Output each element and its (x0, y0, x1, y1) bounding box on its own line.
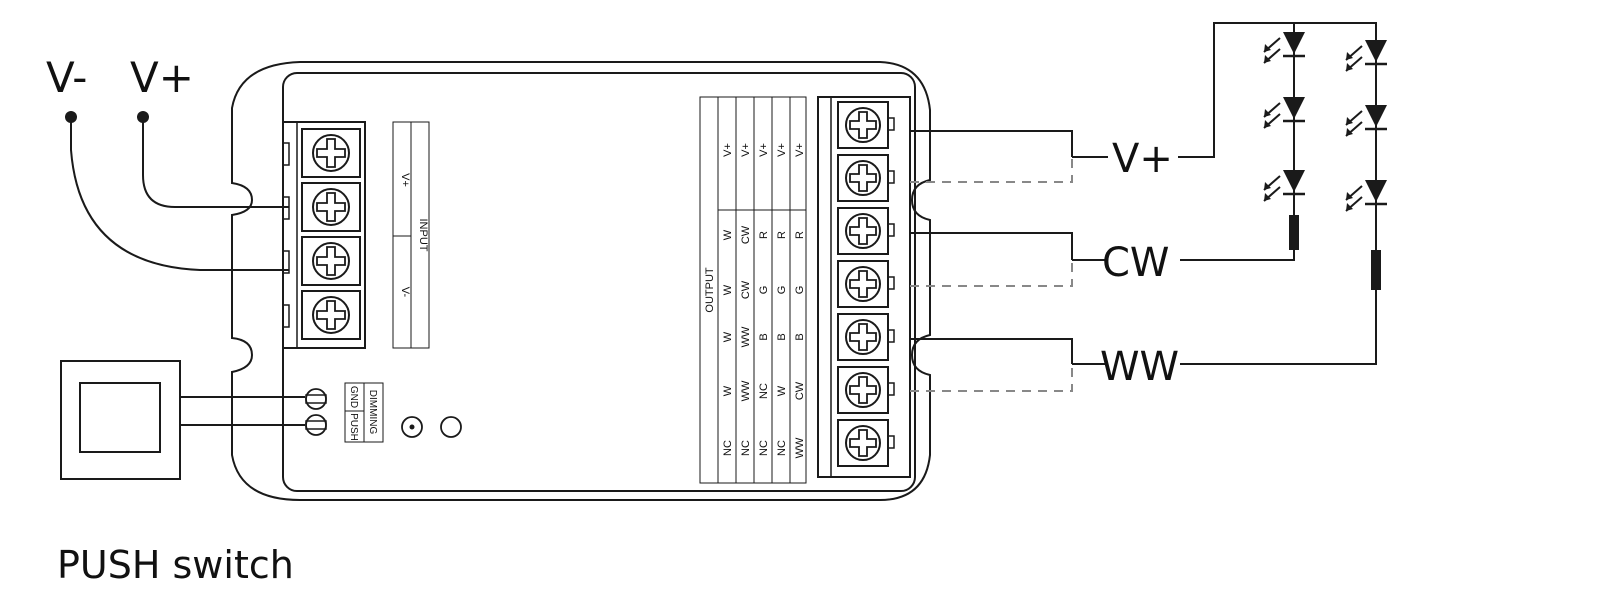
output-cell: G (794, 286, 806, 295)
ww-solid-wire (910, 338, 1073, 364)
output-cell: WW (740, 380, 752, 401)
output-terminal-2 (837, 154, 895, 202)
resistor (1371, 250, 1381, 290)
output-cell: V+ (740, 143, 752, 157)
vplus-dashed-wire (910, 157, 1073, 183)
v-plus-wire (142, 117, 289, 208)
vplus-to-led-wire (1178, 22, 1377, 158)
output-terminal-4 (837, 260, 895, 308)
push-label: PUSH (348, 413, 359, 441)
output-cell: NC (758, 440, 770, 456)
power-input-wires (70, 117, 289, 271)
indicator-led (401, 416, 423, 438)
cw-to-led-wire (1180, 248, 1295, 261)
output-cell: WW (794, 437, 806, 458)
push-switch (60, 360, 305, 480)
output-cell: V+ (776, 143, 788, 157)
dimming-screw-gnd (305, 388, 327, 410)
output-wiring (910, 22, 1377, 392)
output-terminal-5 (837, 313, 895, 361)
dimming-screw-push (305, 414, 327, 436)
led-diode (1345, 180, 1387, 212)
output-cell: W (722, 229, 734, 240)
output-terminal-block (817, 96, 911, 478)
input-terminal-block (282, 121, 366, 349)
input-terminal-4 (301, 290, 361, 340)
v-minus-label: V- (46, 53, 87, 102)
push-switch-label: PUSH switch (57, 543, 294, 587)
input-terminal-1 (301, 128, 361, 178)
led-string-cw (1263, 32, 1305, 250)
controller-housing (231, 61, 931, 501)
output-cell: CW (794, 381, 806, 400)
input-v-plus-label: V+ (399, 173, 411, 187)
input-terminal-2 (301, 182, 361, 232)
input-label-box: V+ V- INPUT (392, 121, 430, 349)
vplus-solid-wire (910, 130, 1073, 157)
ww-dashed-wire (910, 364, 1073, 392)
output-cell: R (794, 231, 806, 239)
cw-dashed-wire (910, 260, 1073, 287)
led-diode (1263, 170, 1305, 202)
led-diode (1345, 105, 1387, 137)
output-cell: G (776, 286, 788, 295)
output-cell: R (758, 231, 770, 239)
output-cell: G (758, 286, 770, 295)
output-cell: NC (758, 383, 770, 399)
output-terminals (837, 101, 895, 467)
resistor (1289, 215, 1299, 250)
output-cell: W (722, 284, 734, 295)
output-cell: B (794, 333, 806, 340)
output-cell: NC (740, 440, 752, 456)
led-diode (1263, 97, 1305, 129)
output-cell: B (758, 333, 770, 340)
output-cell: V+ (758, 143, 770, 157)
led-diode (1263, 32, 1305, 64)
output-terminal-1 (837, 101, 895, 149)
output-cell: W (722, 331, 734, 342)
output-terminal-7 (837, 419, 895, 467)
v-minus-wire (70, 117, 289, 271)
output-cell: W (776, 385, 788, 396)
output-cell: NC (722, 440, 734, 456)
output-ww-label: WW (1100, 344, 1179, 390)
input-title-label: INPUT (417, 219, 429, 252)
v-minus-terminal-dot (65, 111, 77, 123)
output-vplus-label: V+ (1112, 136, 1173, 182)
output-cell: V+ (794, 143, 806, 157)
input-v-minus-label: V- (399, 287, 411, 298)
output-cell: W (722, 385, 734, 396)
output-cell: B (776, 333, 788, 340)
v-plus-label: V+ (130, 53, 194, 102)
gnd-label: GND (348, 386, 359, 408)
output-terminal-3 (837, 207, 895, 255)
dimming-label: DIMMING (367, 390, 378, 435)
dimming-terminals: GND PUSH DIMMING (305, 382, 384, 443)
output-title-label: OUTPUT (704, 267, 716, 313)
output-cell: CW (740, 280, 752, 299)
output-cw-label: CW (1102, 240, 1169, 286)
output-terminal-6 (837, 366, 895, 414)
output-cell: CW (740, 225, 752, 244)
cw-solid-wire (910, 232, 1073, 260)
output-cell: V+ (722, 143, 734, 157)
output-cells: V+WWWWNCV+CWCWWWWWNCV+RGBNCNCV+RGBWNCV+R… (722, 143, 806, 458)
output-table: OUTPUT V+WWWWNCV+CWCWWWWWNCV+RGBNCNCV+RG… (699, 96, 807, 484)
ww-to-led-wire (1180, 290, 1377, 365)
led-diode (1345, 40, 1387, 72)
output-cell: WW (740, 326, 752, 347)
indicator-button (440, 416, 462, 438)
output-cell: R (776, 231, 788, 239)
led-strings (1263, 32, 1387, 290)
output-cell: NC (776, 440, 788, 456)
input-terminal-3 (301, 236, 361, 286)
v-plus-terminal-dot (137, 111, 149, 123)
led-string-ww (1345, 40, 1387, 290)
